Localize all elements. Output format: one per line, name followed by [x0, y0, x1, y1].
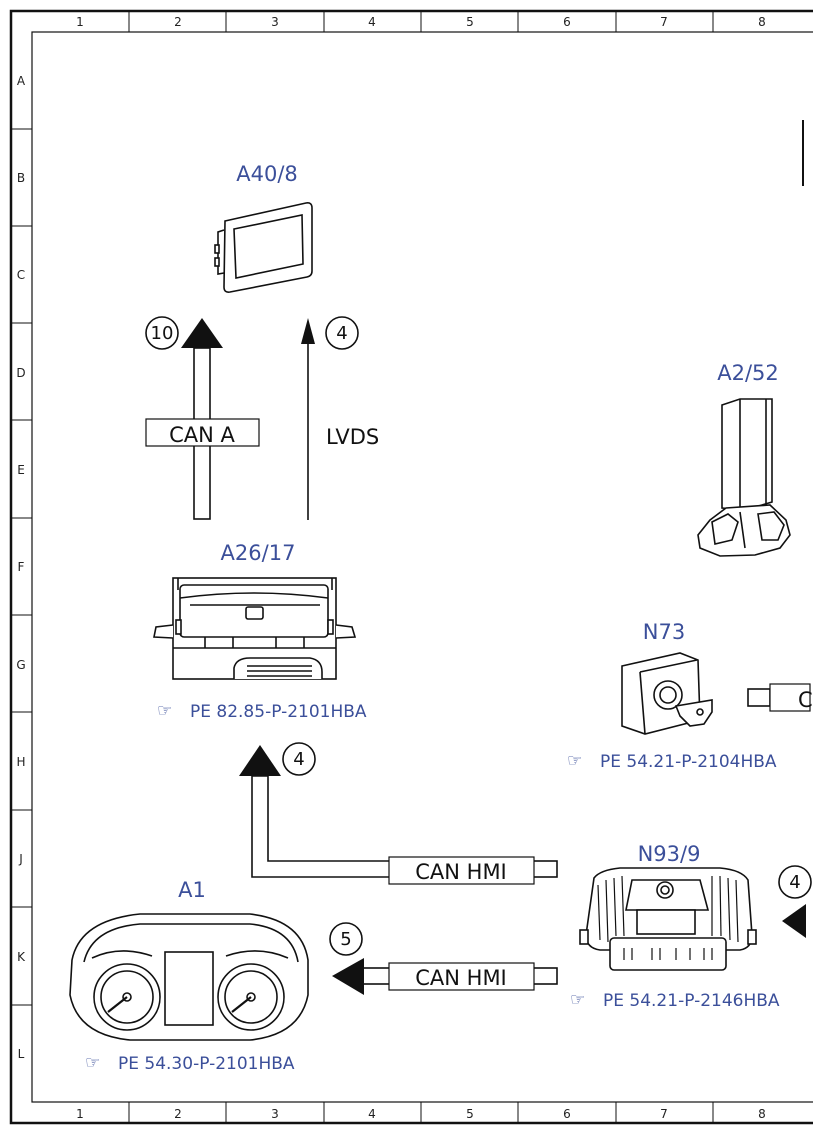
n73-cut-off-box	[769, 683, 811, 712]
col-label-bottom: 6	[563, 1107, 571, 1121]
component-label-a1: A1	[178, 878, 206, 902]
component-label-a40-8: A40/8	[236, 162, 298, 186]
can-a-label: CAN A	[169, 423, 235, 447]
col-label-top: 3	[271, 15, 279, 29]
ignition-switch-illustration	[621, 652, 713, 735]
row-label: C	[17, 268, 25, 282]
reference-a1: PE 54.30-P-2101HBA	[118, 1054, 295, 1074]
row-label: K	[17, 950, 26, 964]
marker-circle-4-lvds	[325, 316, 359, 350]
col-label-bottom: 4	[368, 1107, 376, 1121]
component-label-n73: N73	[643, 620, 685, 644]
reference-icon-a26-17: ☞	[157, 701, 172, 721]
can-hmi-lower-label-box	[388, 962, 535, 991]
reference-icon-a1: ☞	[85, 1053, 100, 1073]
col-label-top: 2	[174, 15, 182, 29]
lvds-line	[301, 318, 315, 520]
reference-icon-n73: ☞	[567, 751, 582, 771]
can-hmi-upper-label-box	[388, 856, 535, 885]
row-label: D	[16, 366, 25, 380]
row-label: E	[17, 463, 25, 477]
row-label: F	[18, 560, 25, 574]
reference-n73: PE 54.21-P-2104HBA	[600, 752, 777, 772]
marker-circle-5	[329, 922, 363, 956]
drawing-area	[31, 31, 813, 1103]
reference-a26-17: PE 82.85-P-2101HBA	[190, 702, 367, 722]
marker-circle-4-right	[778, 865, 812, 899]
row-label: B	[17, 171, 25, 185]
row-label: H	[16, 755, 25, 769]
control-module-illustration	[579, 867, 757, 971]
row-label: J	[18, 852, 23, 866]
column-ruler	[128, 11, 714, 1123]
col-label-top: 7	[660, 15, 668, 29]
head-unit-illustration	[153, 577, 357, 680]
can-hmi-lower-bus	[332, 958, 558, 995]
row-label: L	[18, 1047, 25, 1061]
col-label-top: 8	[758, 15, 766, 29]
component-label-a26-17: A26/17	[221, 541, 296, 565]
marker-circle-10	[145, 316, 179, 350]
col-label-bottom: 1	[76, 1107, 84, 1121]
marker-5: 5	[340, 929, 351, 950]
col-label-top: 5	[466, 15, 474, 29]
row-label: G	[16, 658, 25, 672]
lvds-label: LVDS	[326, 425, 379, 449]
marker-10: 10	[151, 323, 174, 344]
marker-4-right: 4	[789, 872, 800, 893]
component-label-n93-9: N93/9	[638, 842, 701, 866]
marker-4-hmi: 4	[293, 749, 304, 770]
col-label-bottom: 3	[271, 1107, 279, 1121]
can-a-label-box	[145, 418, 260, 447]
col-label-bottom: 5	[466, 1107, 474, 1121]
antenna-illustration	[697, 398, 791, 557]
col-label-bottom: 8	[758, 1107, 766, 1121]
display-unit-illustration	[214, 202, 313, 293]
instrument-cluster-illustration	[69, 913, 309, 1041]
can-hmi-upper-label: CAN HMI	[415, 860, 507, 884]
n73-connector-stub	[747, 688, 771, 707]
col-label-bottom: 7	[660, 1107, 668, 1121]
marker-4-lvds: 4	[336, 323, 347, 344]
marker-circle-4-hmi	[282, 742, 316, 776]
col-label-top: 4	[368, 15, 376, 29]
reference-n93-9: PE 54.21-P-2146HBA	[603, 991, 780, 1011]
col-label-top: 6	[563, 15, 571, 29]
col-label-bottom: 2	[174, 1107, 182, 1121]
reference-icon-n93-9: ☞	[570, 990, 585, 1010]
cut-off-arrow-right	[782, 904, 806, 938]
row-ruler	[11, 128, 32, 1006]
can-hmi-lower-label: CAN HMI	[415, 966, 507, 990]
component-label-a2-52: A2/52	[717, 361, 779, 385]
row-label: A	[17, 74, 26, 88]
cut-off-bus-label: C	[798, 688, 813, 712]
col-label-top: 1	[76, 15, 84, 29]
sheet-frame	[9, 9, 813, 1125]
